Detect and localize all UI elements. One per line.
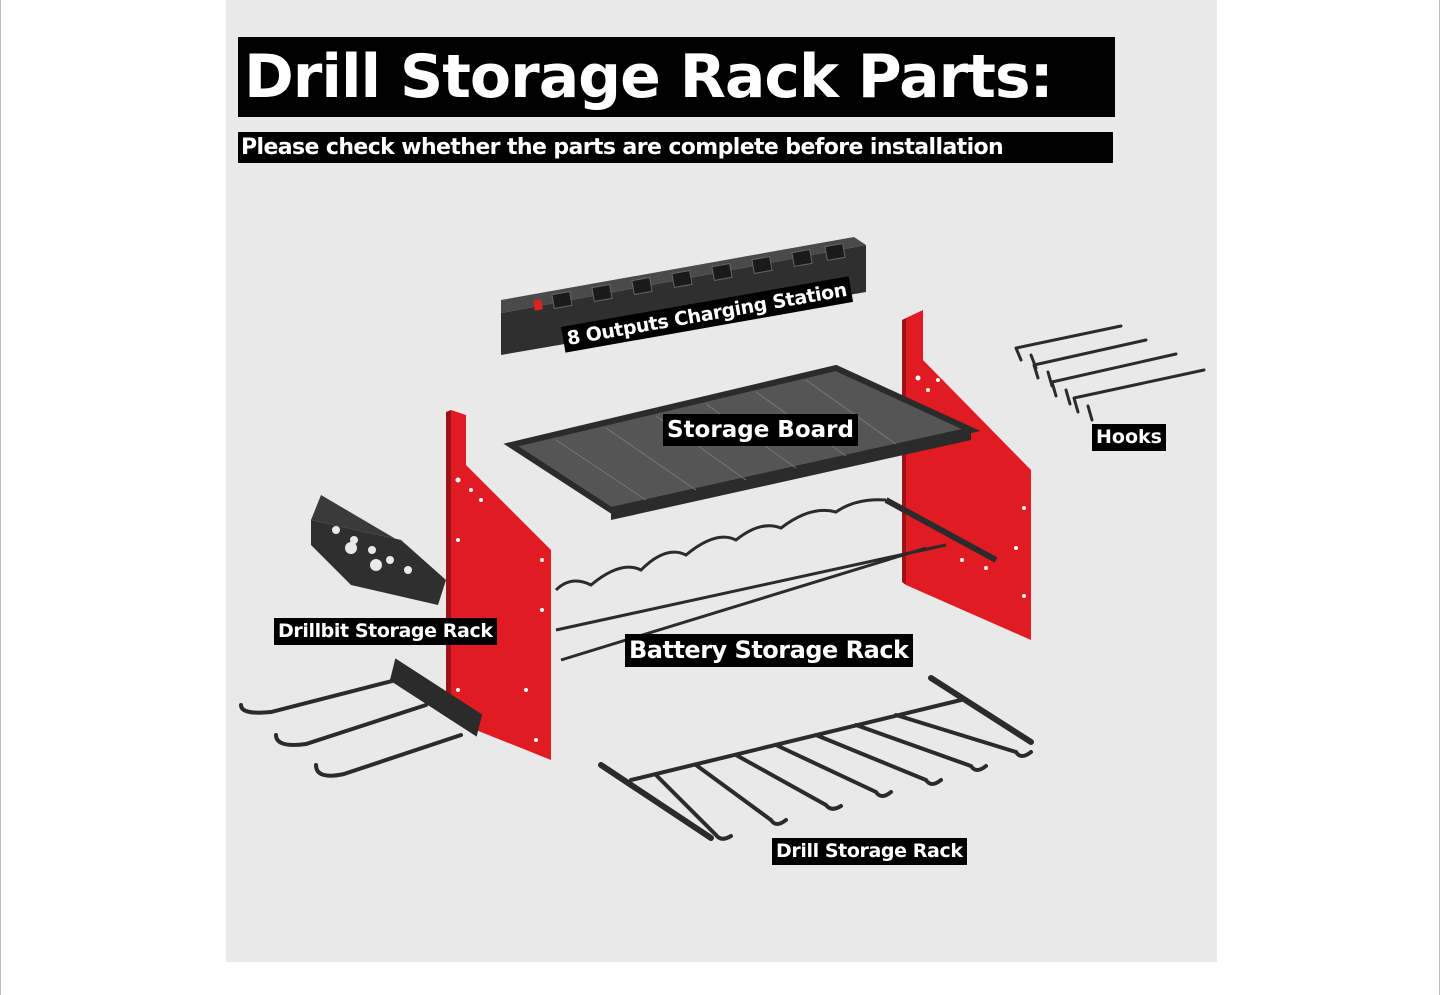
hooks-illustration [1014, 324, 1206, 422]
page-title: Drill Storage Rack Parts: [238, 37, 1115, 117]
battery-rack-illustration [554, 497, 998, 662]
drill-rack-illustration [598, 675, 1034, 841]
page-subtitle: Please check whether the parts are compl… [238, 132, 1113, 163]
drillbit-rack-illustration [311, 495, 446, 605]
label-battery-rack: Battery Storage Rack [625, 634, 913, 667]
label-hooks: Hooks [1092, 424, 1166, 451]
label-drillbit-rack: Drillbit Storage Rack [274, 618, 497, 645]
label-drill-rack: Drill Storage Rack [772, 838, 967, 865]
label-storage-board: Storage Board [663, 414, 858, 446]
small-drill-holder-illustration [239, 658, 483, 778]
parts-illustration [239, 237, 1206, 841]
product-image: Drill Storage Rack Parts: Please check w… [226, 0, 1217, 962]
right-side-panel-illustration [902, 310, 1031, 640]
